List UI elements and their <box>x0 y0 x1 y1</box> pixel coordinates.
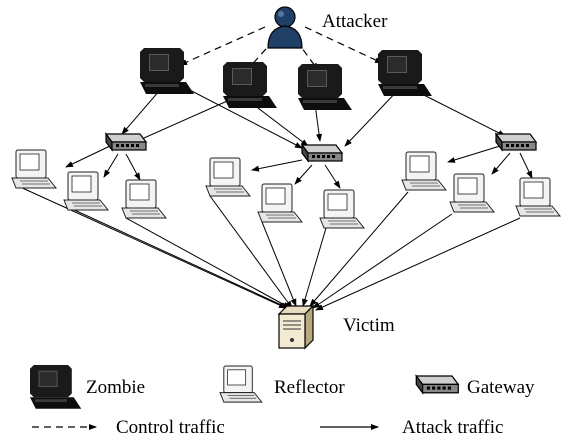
legend-zombie-label: Zombie <box>86 377 145 398</box>
reflector-4 <box>205 157 251 197</box>
legend: Zombie Reflector Gateway Control traffic… <box>30 365 535 438</box>
gateway-2 <box>301 144 343 162</box>
legend-reflector-label: Reflector <box>274 377 345 398</box>
gateway-3 <box>495 133 537 151</box>
reflector-5 <box>257 183 303 223</box>
zombie-4 <box>378 50 432 96</box>
reflector-2 <box>63 171 109 211</box>
attack-traffic-lines <box>17 85 533 311</box>
reflector-3 <box>121 179 167 219</box>
reflector-7 <box>401 151 447 191</box>
legend-gateway-icon <box>415 375 459 394</box>
attacker-label: Attacker <box>322 11 388 32</box>
legend-reflector-icon <box>219 365 263 403</box>
zombie-3 <box>298 64 352 110</box>
victim-label: Victim <box>343 315 395 336</box>
gateway-1 <box>105 133 147 151</box>
legend-attack-label: Attack traffic <box>402 417 503 438</box>
reflector-6 <box>319 189 365 229</box>
reflector-9 <box>515 177 561 217</box>
zombie-2 <box>223 62 277 108</box>
legend-zombie-icon <box>30 365 82 409</box>
zombie-1 <box>140 48 194 94</box>
attacker-icon <box>267 6 303 49</box>
legend-control-label: Control traffic <box>116 417 225 438</box>
reflector-1 <box>11 149 57 189</box>
reflector-8 <box>449 173 495 213</box>
victim-server-icon <box>277 304 315 350</box>
legend-gateway-label: Gateway <box>467 377 535 398</box>
